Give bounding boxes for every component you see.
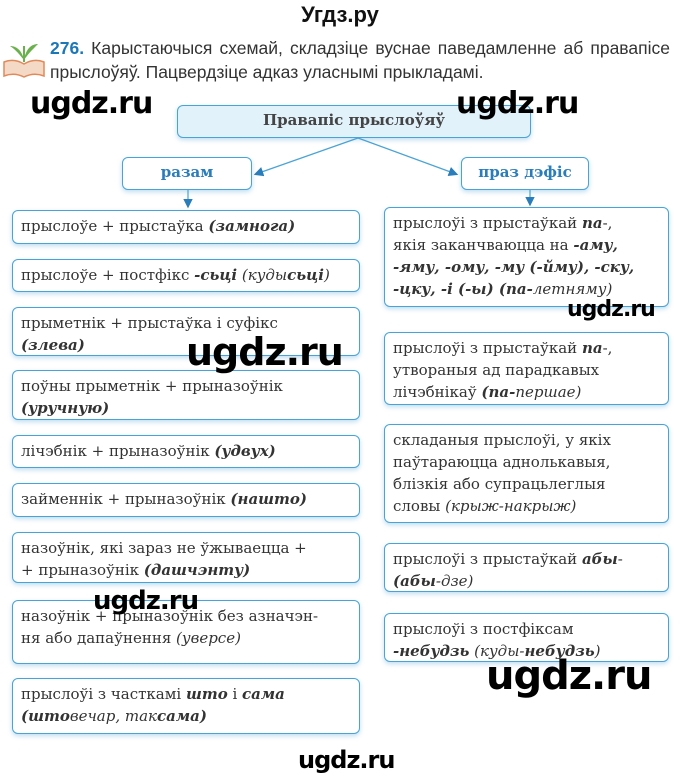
watermark: ugdz.ru [567,297,656,322]
example-text: (абы [393,572,436,590]
diagram-root: Правапіс прыслоўяў [177,105,531,138]
task-number: 276. [50,38,85,58]
example-text: (па- [481,383,516,401]
example-text: сама [242,685,285,703]
rule-text: прыметнік + прыстаўка і суфікс [21,314,278,332]
right-rule-box: прыслоўі з прыстаўкай па-, якія заканчва… [384,207,669,307]
left-rule-box: прыслоўе + постфікс -сьці (кудысьці) [12,259,360,292]
example-text: (дашчэнту) [143,561,251,579]
example-text: вечар, так [69,707,158,725]
example-text: што [185,685,228,703]
watermark: ugdz.ru [186,330,344,374]
rule-text: прыслоўі з часткамі [21,685,186,703]
example-text: -небудзь [393,642,470,660]
example-text: (куды [237,266,288,284]
left-rule-box: назоўнік, які зараз не ўжываецца + + пры… [12,532,360,583]
example-text: (злева) [21,336,85,354]
rule-text: - [617,550,623,568]
example-text: летняму) [532,280,613,298]
category-praz-defis: праз дэфіс [461,157,589,190]
rule-text: лічэбнік + прыназоўнік [21,442,215,460]
rule-text: поўны прыметнік + прыназоўнік [21,377,283,395]
example-text: (уверсе) [176,629,241,647]
site-title: Угдз.ру [301,2,379,27]
right-rule-box: прыслоўі з прыстаўкай па-, утвораныя ад … [384,332,669,405]
example-text: -дзе) [435,572,474,590]
left-rule-box: назоўнік + прыназоўнік без азначэн- ня а… [12,600,360,664]
left-rule-box: займеннік + прыназоўнік (нашто) [12,483,360,517]
example-text: небудзь [524,642,595,660]
rule-text: -, утвораныя ад парадкавых лічэбнікаў [393,339,613,401]
rule-text: прыслоўі з прыстаўкай [393,339,582,357]
left-rule-box: прыслоўе + прыстаўка (замнога) [12,210,360,244]
task-text: 276. Карыстаючыся схемай, складзіце вусн… [50,36,670,84]
example-text: ) [323,266,330,284]
arrow-to-praz-defis [357,137,459,177]
left-rule-box: поўны прыметнік + прыназоўнік (уручную) [12,370,360,420]
example-text: сама) [157,707,207,725]
example-text: (па- [493,280,533,298]
rule-text: назоўнік, які зараз не ўжываецца + + пры… [21,539,307,579]
example-text: (крыж-накрыж) [445,497,577,515]
example-text: сьці [287,266,324,284]
arrow-to-razam [253,137,359,177]
example-text: (удвух) [214,442,276,460]
right-rule-box: прыслоўі з прыстаўкай абы- (абы-дзе) [384,543,669,592]
watermark: ugdz.ru [486,653,652,699]
task-instruction: Карыстаючыся схемай, складзіце вуснае па… [50,38,670,82]
rule-text: прыслоўі з прыстаўкай [393,550,582,568]
left-rule-box: прыметнік + прыстаўка і суфікс (злева) [12,307,360,356]
rule-text: прыслоўе + постфікс [21,266,195,284]
category-razam: разам [122,157,252,190]
example-text: абы [581,550,618,568]
right-rule-box: прыслоўі з постфіксам -небудзь (куды-неб… [384,613,669,662]
example-text: (куды- [469,642,525,660]
example-text: першае) [515,383,582,401]
example-text: (нашто) [230,490,308,508]
rule-text: назоўнік + прыназоўнік без азначэн- ня а… [21,607,319,647]
watermark: ugdz.ru [298,746,395,774]
example-text: ) [594,642,601,660]
example-text: (замнога) [208,217,296,235]
watermark: ugdz.ru [456,86,579,121]
watermark: ugdz.ru [30,86,153,121]
example-text: -аму, -яму, -ому, -му (-йму), -ску, -цку… [393,236,635,298]
example-text: па [581,339,603,357]
example-text: -сьці [194,266,238,284]
book-icon [2,38,46,78]
rule-text: і [227,685,243,703]
rule-text: прыслоўі з прыстаўкай [393,214,582,232]
watermark: ugdz.ru [93,586,199,616]
rule-text: прыслоўе + прыстаўка [21,217,209,235]
example-text: (уручную) [21,399,110,417]
left-rule-box: прыслоўі з часткамі што і сама (штовечар… [12,678,360,734]
rule-text: займеннік + прыназоўнік [21,490,231,508]
example-text: (што [21,707,70,725]
right-rule-box: складаныя прыслоўі, у якіх паўтараюцца а… [384,424,669,523]
rule-text: складаныя прыслоўі, у якіх паўтараюцца а… [393,431,611,515]
rule-text: прыслоўі з постфіксам [393,620,574,638]
left-rule-box: лічэбнік + прыназоўнік (удвух) [12,435,360,468]
example-text: па [581,214,603,232]
rule-text: -, якія заканчваюцца на [393,214,613,254]
